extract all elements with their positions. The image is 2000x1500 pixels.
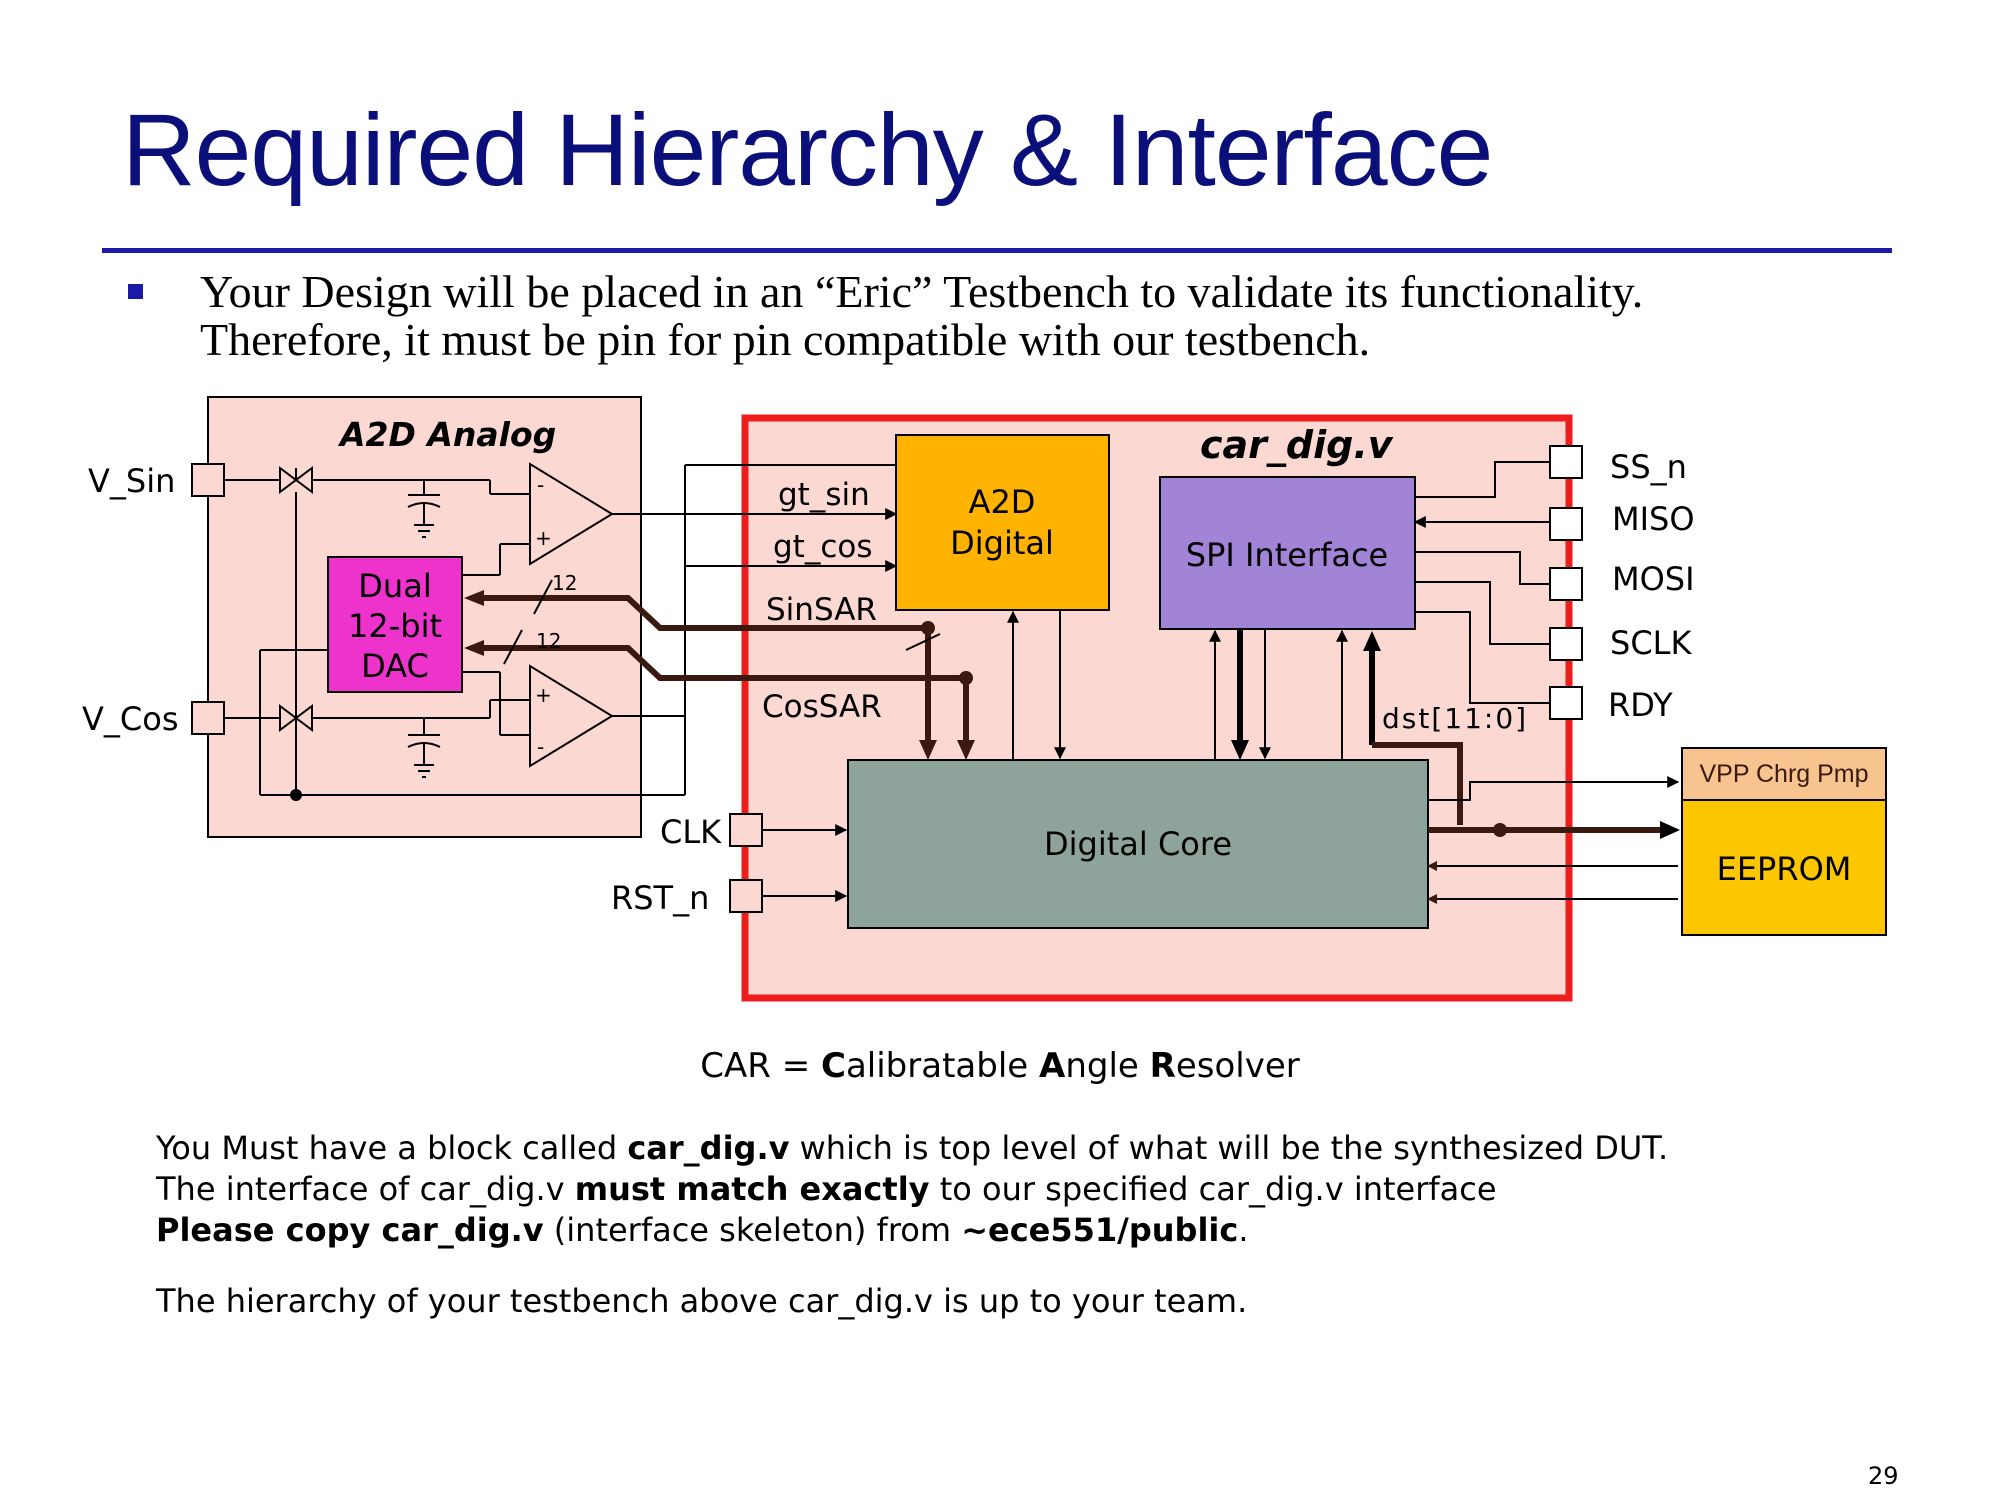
bullet-text: Your Design will be placed in an “Eric” … (200, 268, 1900, 364)
ss-n-pin (1549, 445, 1583, 479)
rdy-pin (1549, 686, 1583, 720)
bus-width-1: 12 (552, 571, 577, 595)
gt-sin-label: gt_sin (778, 477, 870, 513)
slide-title: Required Hierarchy & Interface (122, 93, 1493, 207)
sinsar-label: SinSAR (766, 592, 877, 628)
v-cos-pin (191, 701, 225, 735)
vpp-chrg-pmp-label: VPP Chrg Pmp (1699, 760, 1868, 788)
ss-n-label: SS_n (1610, 448, 1687, 486)
note-line-3: Please copy car_dig.v (interface skeleto… (156, 1211, 1249, 1249)
gt-cos-label: gt_cos (773, 529, 873, 565)
a2d-digital-label-1: A2D (969, 483, 1036, 521)
svg-text:+: + (535, 683, 552, 707)
v-sin-pin (191, 463, 225, 497)
spi-interface-block (1159, 476, 1416, 630)
mosi-pin (1549, 567, 1583, 601)
rst-n-label: RST_n (611, 879, 709, 917)
note-line-1: You Must have a block called car_dig.v w… (156, 1129, 1669, 1167)
note-line-2: The interface of car_dig.v must match ex… (156, 1170, 1497, 1208)
clk-pin (729, 813, 763, 847)
cossar-label: CosSAR (762, 689, 882, 725)
spi-interface-label: SPI Interface (1186, 536, 1388, 574)
svg-text:-: - (537, 473, 544, 497)
page-number: 29 (1868, 1462, 1899, 1490)
mosi-label: MOSI (1612, 560, 1695, 598)
car-caption: CAR = Calibratable Angle Resolver (700, 1046, 1300, 1086)
vpp-chrg-pmp-block (1681, 747, 1887, 801)
v-cos-label: V_Cos (82, 700, 178, 738)
rdy-label: RDY (1608, 686, 1673, 724)
dac-label-1: Dual (358, 567, 431, 605)
a2d-digital-label-2: Digital (950, 524, 1054, 562)
comparator-sin (529, 462, 614, 566)
v-sin-label: V_Sin (88, 462, 175, 500)
digital-core-block (847, 759, 1429, 929)
bullet-line-1: Your Design will be placed in an “Eric” … (200, 266, 1644, 317)
a2d-analog-label: A2D Analog (337, 415, 556, 454)
title-underline (102, 248, 1892, 253)
bullet-line-2: Therefore, it must be pin for pin compat… (200, 314, 1371, 365)
dac-label-2: 12-bit (348, 607, 442, 645)
notes-block: You Must have a block called car_dig.v w… (156, 1128, 1668, 1322)
comparator-cos (529, 664, 614, 768)
eeprom-label: EEPROM (1717, 850, 1852, 888)
a2d-digital-block (895, 434, 1110, 611)
clk-label: CLK (660, 813, 722, 851)
bus-width-2: 12 (536, 629, 561, 653)
sclk-pin (1549, 627, 1583, 661)
dac-block (327, 556, 463, 693)
digital-core-label: Digital Core (1044, 825, 1232, 863)
bullet-square-icon (128, 284, 143, 299)
dac-label-3: DAC (361, 647, 429, 685)
svg-text:-: - (537, 735, 544, 759)
miso-pin (1549, 507, 1583, 541)
sclk-label: SCLK (1610, 624, 1692, 662)
note-line-4: The hierarchy of your testbench above ca… (156, 1282, 1248, 1320)
car-dig-label: car_dig.v (1200, 423, 1394, 467)
dst-label: dst[11:0] (1382, 702, 1528, 735)
miso-label: MISO (1612, 500, 1695, 538)
eeprom-block (1681, 799, 1887, 936)
rst-n-pin (729, 879, 763, 913)
svg-text:+: + (535, 526, 552, 550)
